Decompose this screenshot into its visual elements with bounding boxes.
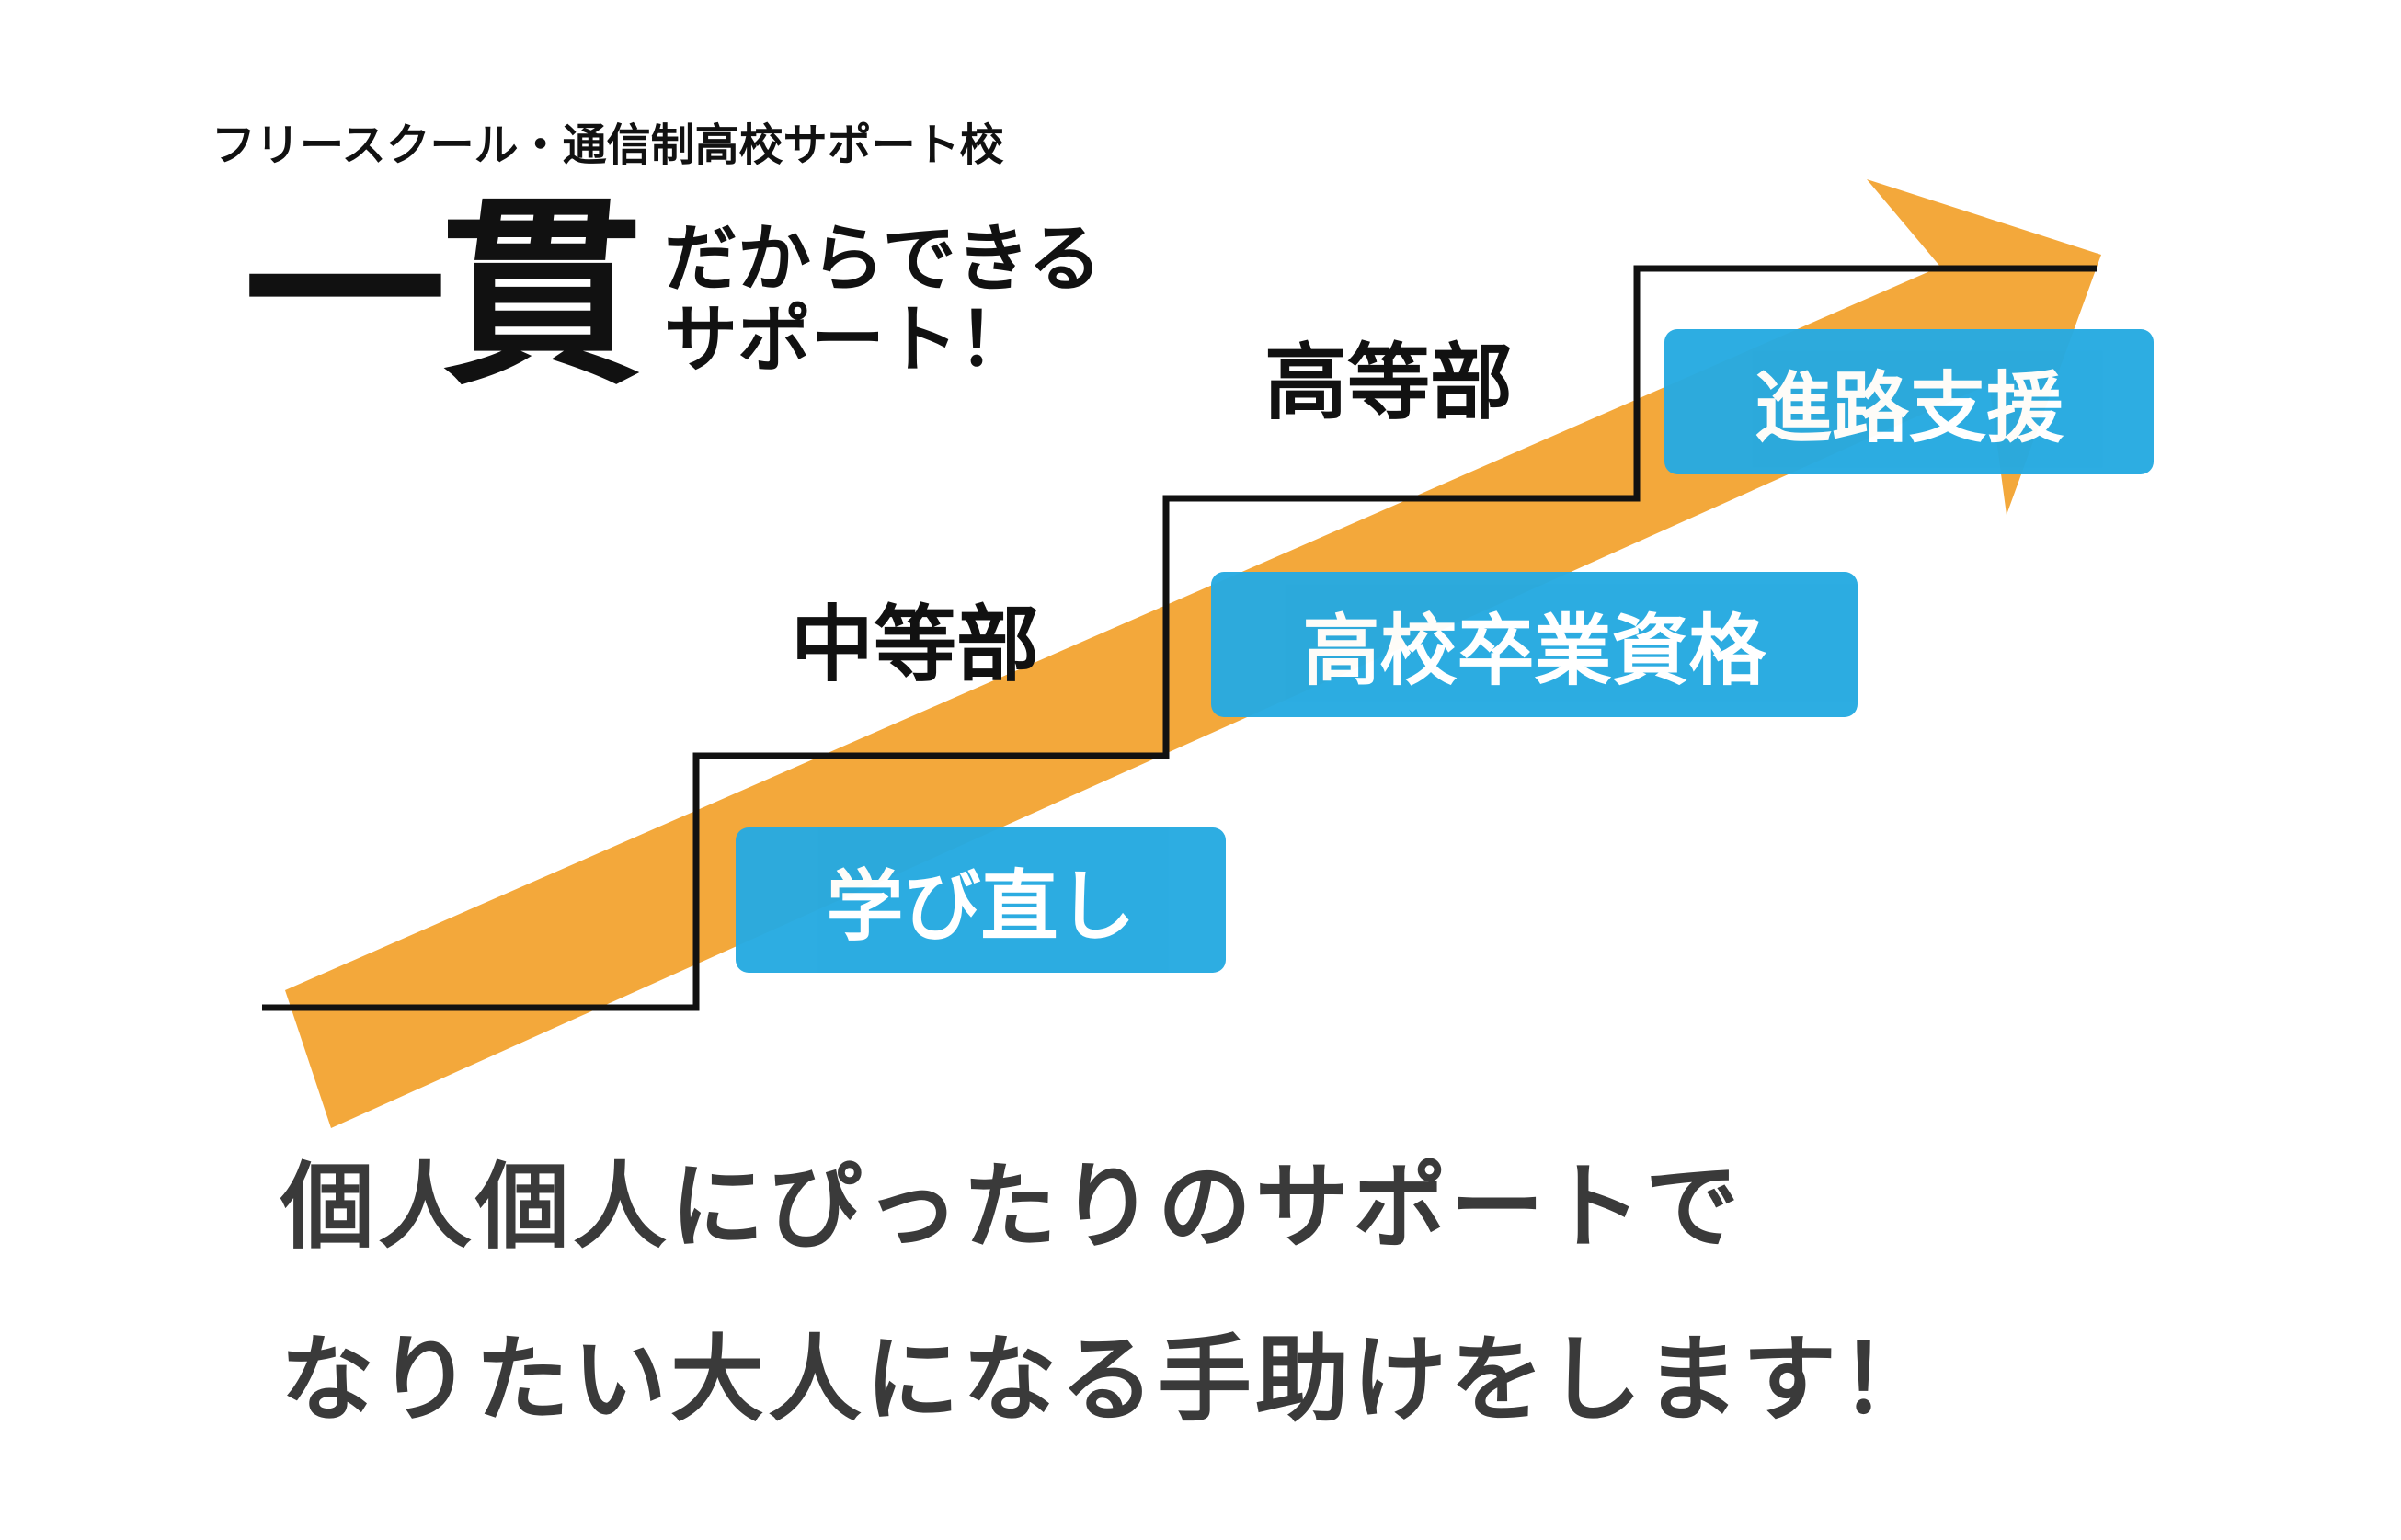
step-graduation-qualification: 高校卒業資格 [1211, 572, 1858, 717]
tagline-line-2: サポート！ [664, 297, 1032, 382]
step-relearning: 学び直し [736, 827, 1226, 973]
level-middle-school: 中等部 [791, 597, 1039, 693]
subtitle: フリースクール・通信制高校サポート校 [212, 120, 1004, 171]
step-career-support: 進路支援 [1664, 329, 2154, 474]
tagline-line-1: だからできる [664, 216, 1102, 302]
main-kanji-heading: 一貫 [244, 177, 643, 412]
message-line-1: 個人個人にぴったりのサポートで [280, 1152, 1743, 1262]
staircase-line [262, 265, 2097, 1011]
level-high-school: 高等部 [1264, 335, 1513, 431]
message-line-2: なりたい大人になる手助けをします！ [280, 1325, 1938, 1435]
